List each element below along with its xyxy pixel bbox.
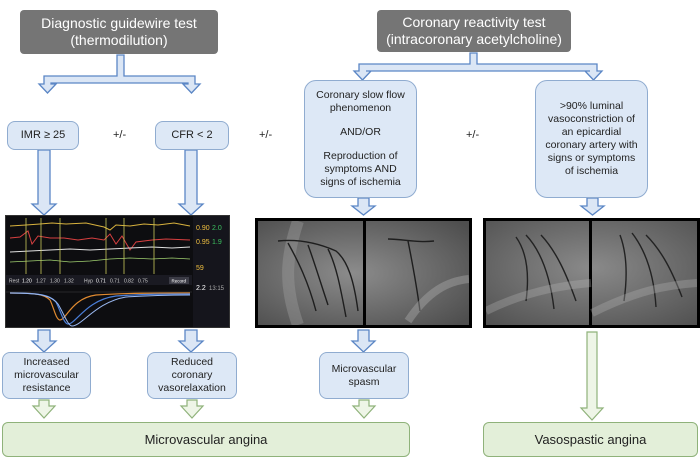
angiogram-graphic-right <box>486 221 697 325</box>
increased-line3: resistance <box>22 382 71 394</box>
plus-minus-3: +/- <box>466 129 480 141</box>
hyp-value-4: 0.75 <box>138 279 148 285</box>
reduced-line2: coronary <box>171 369 213 381</box>
repro-line3: signs of ischemia <box>320 176 401 188</box>
arrow-green-vaso <box>579 331 605 421</box>
epi-line2: vasoconstriction of <box>548 113 635 125</box>
slow-flow-line2: phenomenon <box>329 102 392 114</box>
vasospastic-angina-box: Vasospastic angina <box>483 422 698 457</box>
imr-criterion: IMR ≥ 25 <box>20 129 66 141</box>
readout-6: 2.2 <box>196 285 206 292</box>
split-connector-reactivity <box>352 52 604 81</box>
guidewire-test-subtitle: (thermodilution) <box>70 32 168 48</box>
record-label: Record <box>172 279 187 284</box>
epi-line5: signs or symptoms <box>547 152 636 164</box>
readout-5: 59 <box>196 265 204 272</box>
arrow-monitor-imr <box>30 329 58 353</box>
arrow-green-spasm <box>351 399 377 419</box>
hyp-value-3: 0.82 <box>124 279 134 285</box>
rest-value-3: 1.30 <box>50 279 60 285</box>
reduced-line3: vasorelaxation <box>158 382 226 394</box>
record-button <box>169 277 189 284</box>
split-connector-guidewire <box>37 54 202 94</box>
reactivity-test-header: Coronary reactivity test (intracoronary … <box>377 10 571 52</box>
arrow-green-imr <box>31 399 57 419</box>
slow-flow-line1: Coronary slow flow <box>316 89 405 101</box>
hyp-value-1: 0.71 <box>96 279 106 285</box>
hyp-value-2: 0.71 <box>110 279 120 285</box>
readout-2: 2.0 <box>212 225 222 232</box>
readout-3: 0.95 <box>196 239 210 246</box>
arrow-monitor-cfr <box>177 329 205 353</box>
reactivity-test-title: Coronary reactivity test <box>402 14 546 30</box>
microvascular-angina-label: Microvascular angina <box>144 432 268 447</box>
arrow-slowflow-down <box>350 197 377 216</box>
cfr-criterion: CFR < 2 <box>171 129 213 141</box>
epi-line4: coronary artery with <box>545 139 638 151</box>
guidewire-test-header: Diagnostic guidewire test (thermodilutio… <box>20 10 218 54</box>
repro-line2: symptoms AND <box>324 163 397 175</box>
reduced-vasorelaxation-box: Reduced coronary vasorelaxation <box>147 352 237 399</box>
slow-flow-box: Coronary slow flow phenomenon AND/OR Rep… <box>304 80 417 198</box>
rest-value-2: 1.27 <box>36 279 46 285</box>
plus-minus-1: +/- <box>113 129 127 141</box>
monitor-graphic: Rest 1.20 1.27 1.30 1.32 Hyp 0.71 0.71 0… <box>6 216 229 327</box>
readout-4: 1.9 <box>212 239 222 246</box>
acetylcholine-angiogram-right <box>483 218 700 328</box>
repro-line1: Reproduction of <box>323 150 398 162</box>
hyp-label: Hyp <box>84 279 93 285</box>
guidewire-test-title: Diagnostic guidewire test <box>41 15 197 31</box>
cfr-criterion-box: CFR < 2 <box>155 121 229 150</box>
arrow-epi-down <box>579 197 606 216</box>
increased-resistance-box: Increased microvascular resistance <box>2 352 91 399</box>
andor-label: AND/OR <box>340 126 381 138</box>
increased-line1: Increased <box>23 356 70 368</box>
epicardial-vasoconstriction-box: >90% luminal vasoconstriction of an epic… <box>535 80 648 198</box>
microvascular-spasm-box: Microvascular spasm <box>319 352 409 399</box>
arrow-angio-spasm <box>350 329 377 353</box>
thermodilution-monitor-image: Rest 1.20 1.27 1.30 1.32 Hyp 0.71 0.71 0… <box>5 215 230 328</box>
epi-line1: >90% luminal <box>559 100 624 112</box>
arrow-imr-down <box>30 149 58 216</box>
readout-7: 13:15 <box>209 286 225 292</box>
rest-label: Rest <box>9 279 20 285</box>
reduced-line1: Reduced <box>170 356 214 368</box>
increased-line2: microvascular <box>14 369 79 381</box>
arrow-cfr-down <box>177 149 205 216</box>
spasm-line2: spasm <box>348 375 380 388</box>
plus-minus-2: +/- <box>259 129 273 141</box>
vasospastic-angina-label: Vasospastic angina <box>534 432 647 447</box>
reactivity-test-subtitle: (intracoronary acetylcholine) <box>386 31 562 47</box>
epi-line3: an epicardial <box>561 126 622 138</box>
angiogram-graphic-left <box>258 221 469 325</box>
spasm-line1: Microvascular <box>331 362 397 375</box>
microvascular-angina-box: Microvascular angina <box>2 422 410 457</box>
readout-1: 0.90 <box>196 225 210 232</box>
imr-criterion-box: IMR ≥ 25 <box>7 121 79 150</box>
rest-value-4: 1.32 <box>64 279 74 285</box>
arrow-green-cfr <box>179 399 205 419</box>
acetylcholine-angiogram-left <box>255 218 472 328</box>
epi-line6: of ischemia <box>564 165 619 177</box>
rest-value-1: 1.20 <box>22 279 32 285</box>
